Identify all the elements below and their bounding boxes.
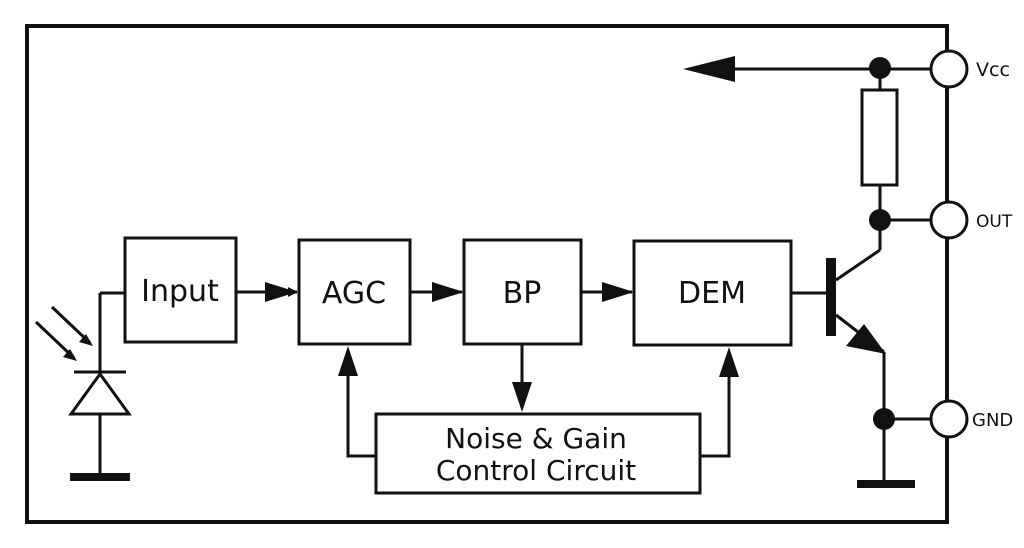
- npn-transistor-icon: [826, 220, 886, 420]
- resistor-icon: [860, 88, 899, 187]
- ground-symbol-icon: [857, 480, 915, 488]
- vcc-pin-label: Vcc: [976, 59, 1010, 81]
- noise-gain-control-block: [374, 412, 702, 495]
- bp-to-noise-arrow: [512, 382, 532, 412]
- vcc-supply-arrow: [683, 56, 735, 82]
- noise-to-agc-arrow: [338, 346, 358, 376]
- bp-label: BP: [503, 276, 542, 311]
- photodiode-icon: [34, 293, 132, 481]
- input-label: Input: [141, 274, 219, 309]
- module-frame: [25, 24, 949, 524]
- noise-to-dem-arrow: [719, 347, 739, 377]
- gnd-pin: [929, 399, 969, 439]
- dem-label: DEM: [678, 276, 746, 311]
- noise-gain-label-line2: Control Circuit: [436, 454, 636, 487]
- out-pin-label: OUT: [976, 212, 1013, 232]
- vcc-pin: [929, 49, 969, 89]
- noise-to-dem-wire: [700, 372, 731, 458]
- noise-gain-label-line1: Noise & Gain: [445, 422, 627, 455]
- input-block: [123, 236, 238, 344]
- out-pin: [929, 200, 969, 240]
- gnd-pin-label: GND: [972, 410, 1013, 431]
- agc-label: AGC: [322, 276, 386, 311]
- noise-to-agc-wire: [346, 372, 376, 458]
